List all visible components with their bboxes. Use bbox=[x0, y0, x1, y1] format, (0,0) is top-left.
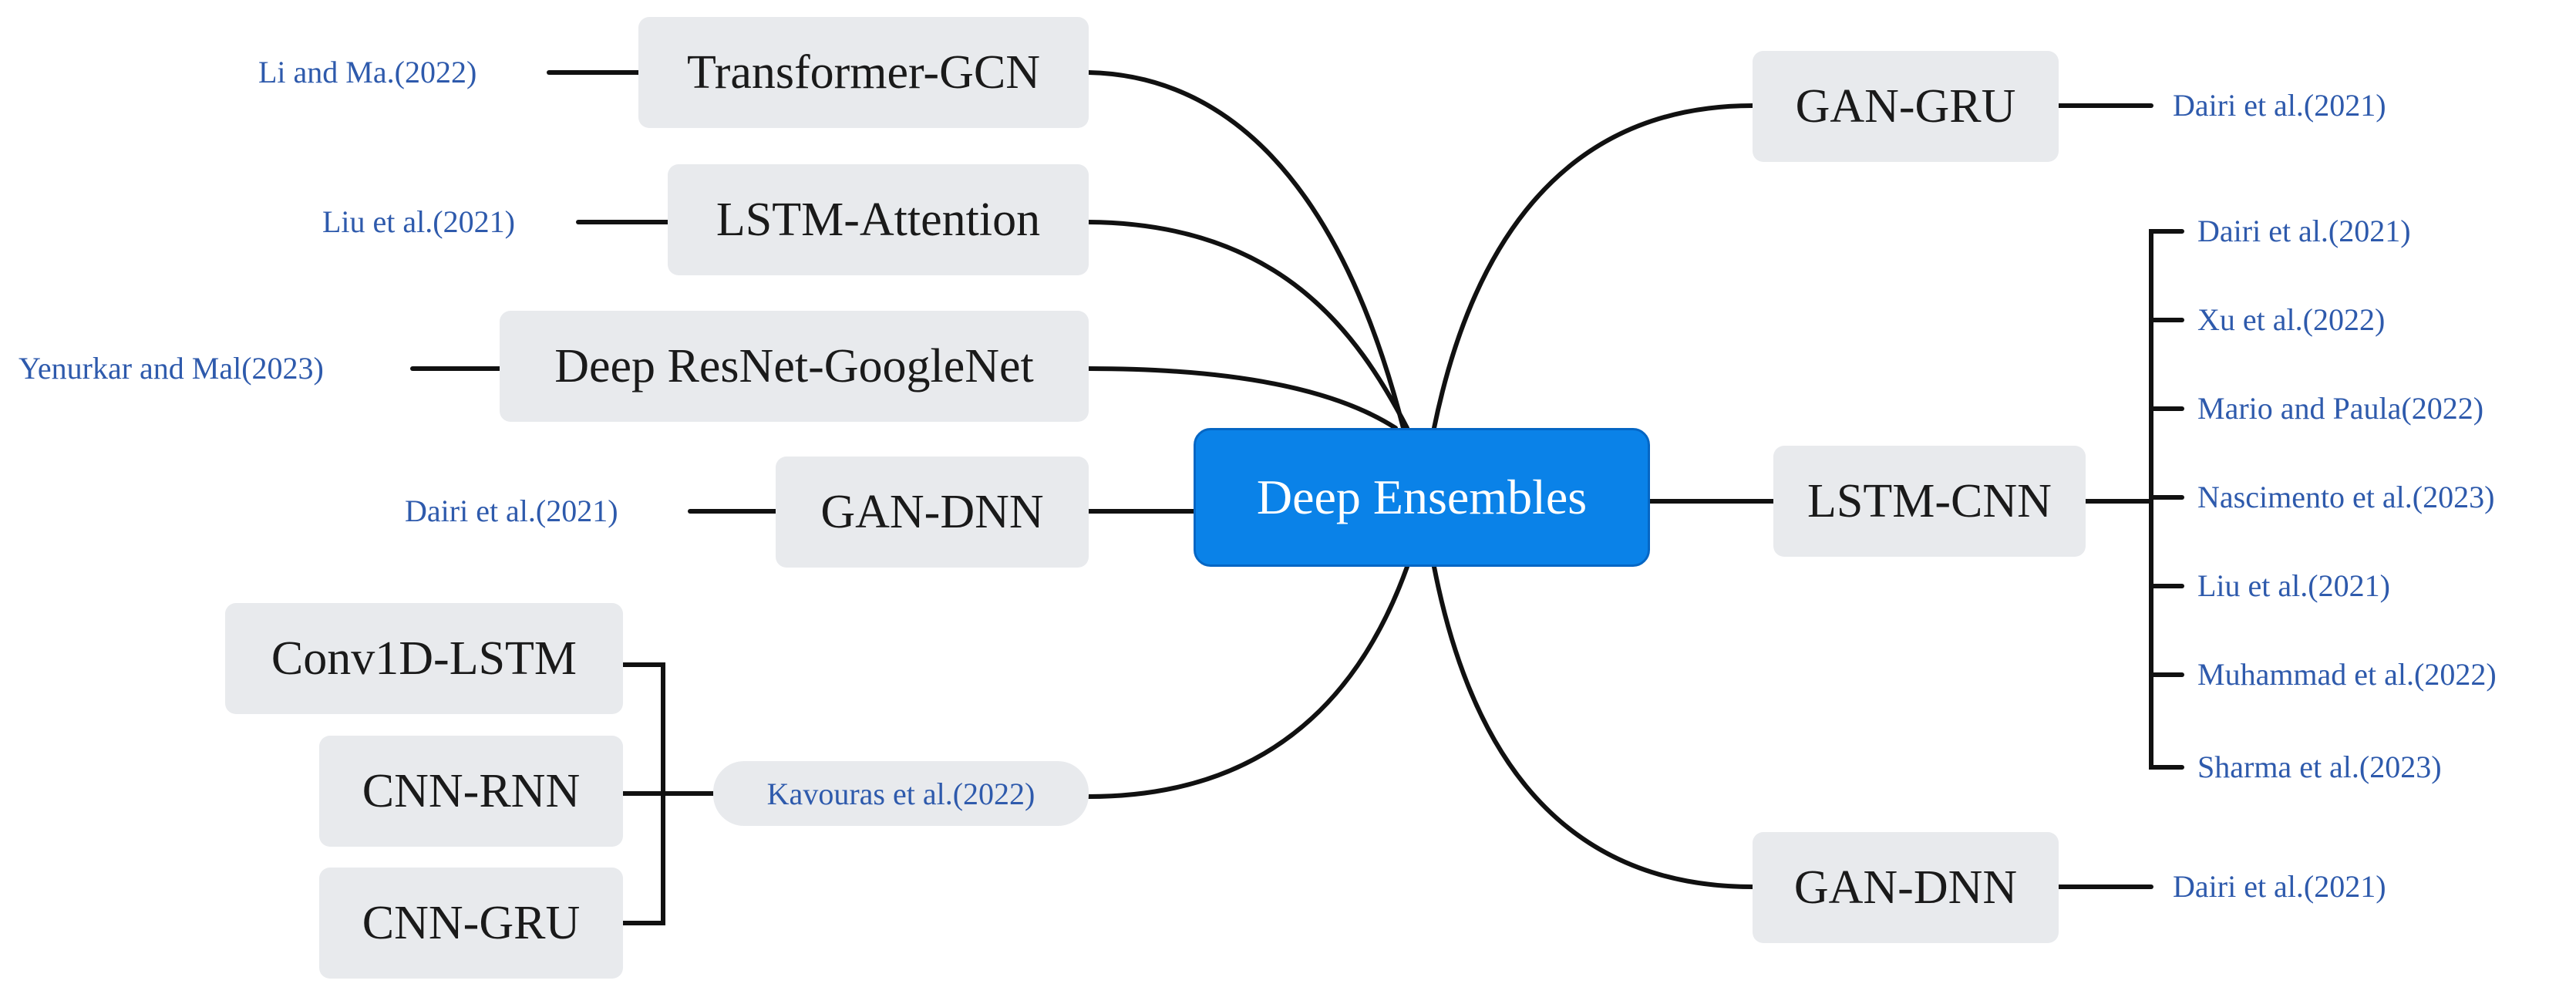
reference-lstm-cnn-5: Liu et al.(2021) bbox=[2197, 568, 2390, 603]
reference-dairi-gan-gru: Dairi et al.(2021) bbox=[2173, 88, 2386, 123]
node-deep-resnet-googlenet[interactable]: Deep ResNet-GoogleNet bbox=[500, 311, 1089, 422]
node-lstm-cnn[interactable]: LSTM-CNN bbox=[1773, 446, 2086, 557]
connector-lstm-attention bbox=[1086, 220, 1409, 430]
reference-dairi-left: Dairi et al.(2021) bbox=[405, 494, 618, 528]
node-cnn-gru[interactable]: CNN-GRU bbox=[319, 868, 623, 979]
reference-li-and-ma: Li and Ma.(2022) bbox=[258, 55, 477, 89]
reference-lstm-cnn-4: Nascimento et al.(2023) bbox=[2197, 480, 2495, 514]
center-node[interactable]: Deep Ensembles bbox=[1194, 428, 1650, 567]
node-conv1d-lstm[interactable]: Conv1D-LSTM bbox=[225, 603, 623, 714]
reference-liu-et-al: Liu et al.(2021) bbox=[322, 204, 515, 239]
reference-yenurkar-and-mal: Yenurkar and Mal(2023) bbox=[19, 351, 324, 386]
connector-gan-dnn-right bbox=[1432, 564, 1755, 889]
node-gan-dnn-right[interactable]: GAN-DNN bbox=[1753, 832, 2059, 943]
reference-kavouras-et-al[interactable]: Kavouras et al.(2022) bbox=[713, 761, 1089, 826]
reference-lstm-cnn-3: Mario and Paula(2022) bbox=[2197, 391, 2484, 426]
connector-gan-gru bbox=[1432, 103, 1755, 430]
node-gan-gru[interactable]: GAN-GRU bbox=[1753, 51, 2059, 162]
reference-dairi-gan-dnn: Dairi et al.(2021) bbox=[2173, 869, 2386, 904]
reference-lstm-cnn-2: Xu et al.(2022) bbox=[2197, 302, 2386, 337]
node-transformer-gcn[interactable]: Transformer-GCN bbox=[638, 17, 1089, 128]
reference-lstm-cnn-6: Muhammad et al.(2022) bbox=[2197, 657, 2497, 692]
connector-group bbox=[1086, 564, 1409, 799]
node-gan-dnn-left[interactable]: GAN-DNN bbox=[776, 457, 1089, 568]
reference-lstm-cnn-1: Dairi et al.(2021) bbox=[2197, 214, 2411, 248]
connector-deep-resnet bbox=[1086, 366, 1398, 430]
node-cnn-rnn[interactable]: CNN-RNN bbox=[319, 736, 623, 847]
connector-transformer-gcn bbox=[1086, 70, 1406, 430]
reference-lstm-cnn-7: Sharma et al.(2023) bbox=[2197, 750, 2442, 784]
node-lstm-attention[interactable]: LSTM-Attention bbox=[668, 164, 1089, 275]
